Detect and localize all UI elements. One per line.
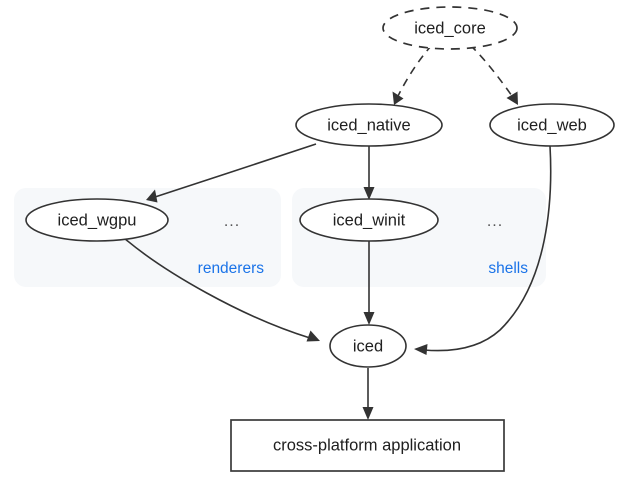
node-iced_core-shape[interactable]	[382, 6, 518, 50]
arrowhead-icon	[506, 91, 518, 105]
arrowhead-icon	[363, 187, 375, 200]
node-iced_winit-label: iced_winit	[333, 211, 406, 229]
node-app-label: cross-platform application	[273, 436, 461, 454]
node-iced_winit-shape[interactable]	[299, 198, 439, 242]
node-iced_core-label: iced_core	[414, 19, 486, 37]
cluster-renderers-ellipsis: ...	[224, 213, 240, 230]
arrowhead-icon	[392, 91, 404, 105]
edge-iced_winit-to-iced	[363, 241, 375, 325]
arrowhead-icon	[363, 312, 375, 325]
node-iced_wgpu-label: iced_wgpu	[58, 211, 137, 229]
node-iced-label: iced	[353, 337, 383, 355]
edge-iced_web-to-iced	[414, 145, 552, 355]
edge-iced-to-app	[362, 368, 374, 420]
arrowhead-icon	[306, 330, 320, 342]
node-iced_native-shape[interactable]	[295, 103, 443, 147]
node-iced_web-label: iced_web	[517, 116, 587, 134]
node-iced_web[interactable]: iced_web	[489, 103, 615, 147]
node-app-shape[interactable]	[230, 419, 505, 472]
node-app[interactable]: cross-platform application	[230, 419, 505, 472]
node-iced_wgpu-shape[interactable]	[25, 198, 169, 242]
node-iced_winit[interactable]: iced_winit	[299, 198, 439, 242]
node-iced_core[interactable]: iced_core	[382, 6, 518, 50]
arrowhead-icon	[146, 189, 158, 203]
edge-iced_native-to-iced_winit	[363, 146, 375, 200]
node-iced_native[interactable]: iced_native	[295, 103, 443, 147]
edge-iced_wgpu-to-iced	[123, 237, 320, 342]
node-iced-shape[interactable]	[329, 324, 407, 368]
cluster-shells-ellipsis: ...	[487, 213, 503, 230]
node-iced_wgpu[interactable]: iced_wgpu	[25, 198, 169, 242]
arrowhead-icon	[414, 344, 428, 355]
node-iced[interactable]: iced	[329, 324, 407, 368]
cluster-renderers-label: renderers	[198, 260, 265, 277]
node-iced_native-label: iced_native	[327, 116, 410, 134]
arrowhead-icon	[362, 407, 374, 420]
edge-iced_core-to-iced_native	[392, 44, 433, 105]
cluster-shells-label: shells	[488, 260, 528, 277]
edge-iced_native-to-iced_wgpu	[146, 143, 317, 203]
edge-iced_core-to-iced_web	[469, 44, 518, 105]
node-iced_web-shape[interactable]	[489, 103, 615, 147]
